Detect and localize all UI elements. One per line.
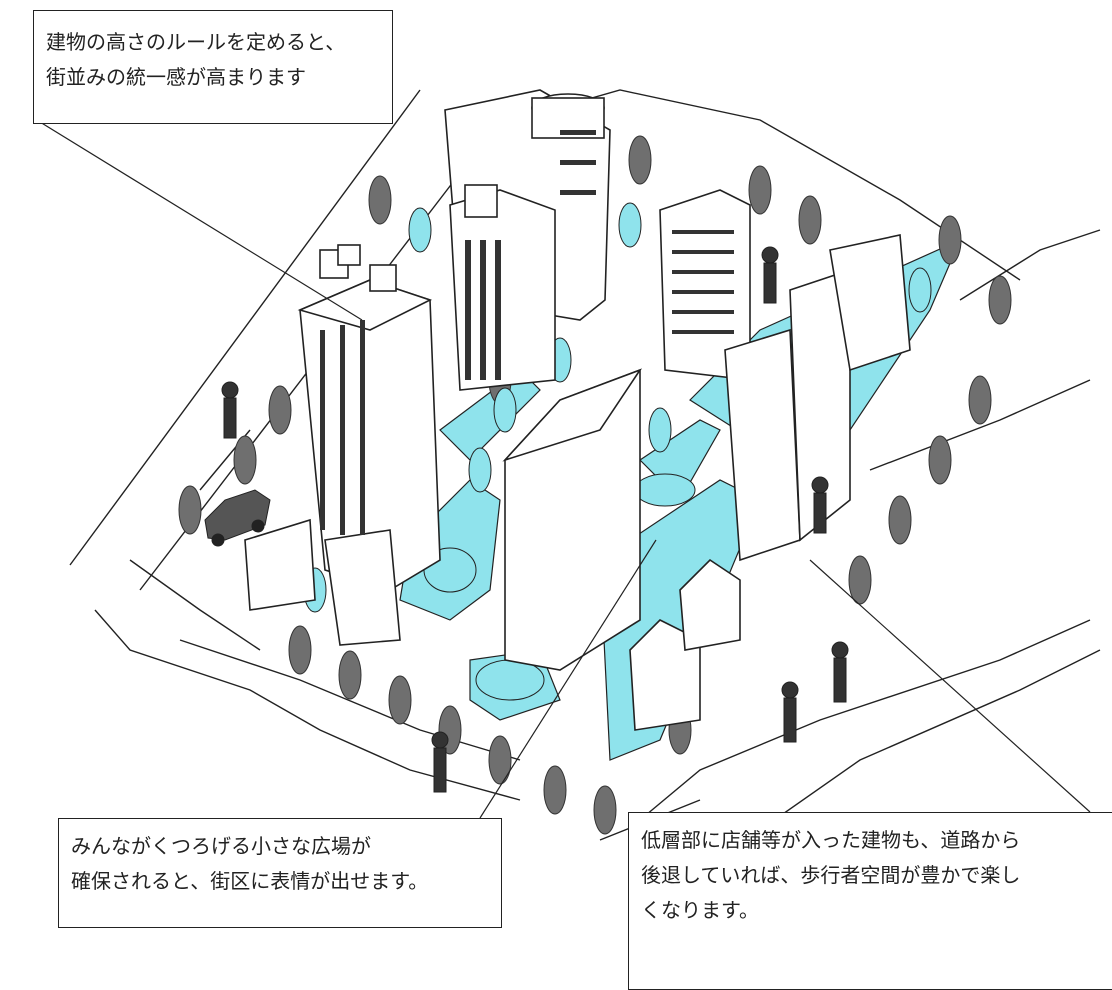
callout-setback: 低層部に店舗等が入った建物も、道路から 後退していれば、歩行者空間が豊かで楽し …: [628, 812, 1112, 990]
callout-setback-line-1: 低層部に店舗等が入った建物も、道路から: [641, 828, 1021, 852]
house-front: [629, 619, 701, 731]
small-house: [244, 518, 316, 611]
car: [204, 489, 271, 547]
callout-height-rule: 建物の高さのルールを定めると、 街並みの統一感が高まります: [33, 10, 393, 124]
callout-height-line-2: 街並みの統一感が高まります: [46, 65, 306, 89]
arched-building: [829, 234, 911, 372]
callout-plaza-line-2: 確保されると、街区に表情が出せます。: [71, 869, 429, 893]
callout-plaza: みんながくつろげる小さな広場が 確保されると、街区に表情が出せます。: [58, 818, 502, 928]
buildings: [244, 89, 911, 731]
pedestrians: [221, 246, 849, 793]
callout-setback-line-3: くなります。: [641, 898, 759, 922]
callout-setback-line-2: 後退していれば、歩行者空間が豊かで楽し: [641, 863, 1021, 887]
callout-plaza-line-1: みんながくつろげる小さな広場が: [71, 834, 371, 858]
callout-height-line-1: 建物の高さのルールを定めると、: [46, 30, 346, 54]
callout-leaders: [39, 121, 1091, 819]
street-trees: [178, 135, 1012, 835]
house-back: [679, 558, 741, 651]
window-details: [320, 130, 734, 535]
